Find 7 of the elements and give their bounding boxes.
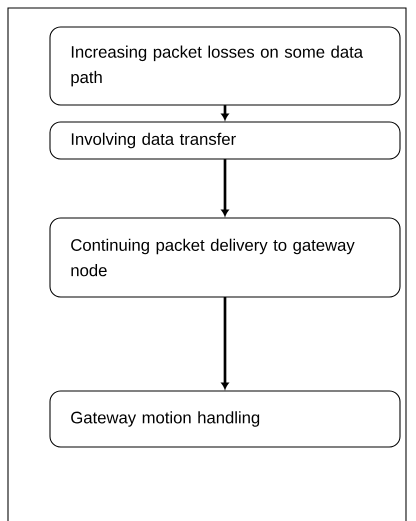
process-box: Increasing packet losses on some data path [49, 26, 401, 106]
arrow [221, 298, 229, 390]
process-box: Gateway motion handling [49, 390, 401, 448]
process-box: Continuing packet delivery to gateway node [49, 217, 401, 298]
arrow [221, 106, 229, 120]
process-box: Involving data transfer [49, 121, 401, 160]
arrow [221, 160, 229, 216]
